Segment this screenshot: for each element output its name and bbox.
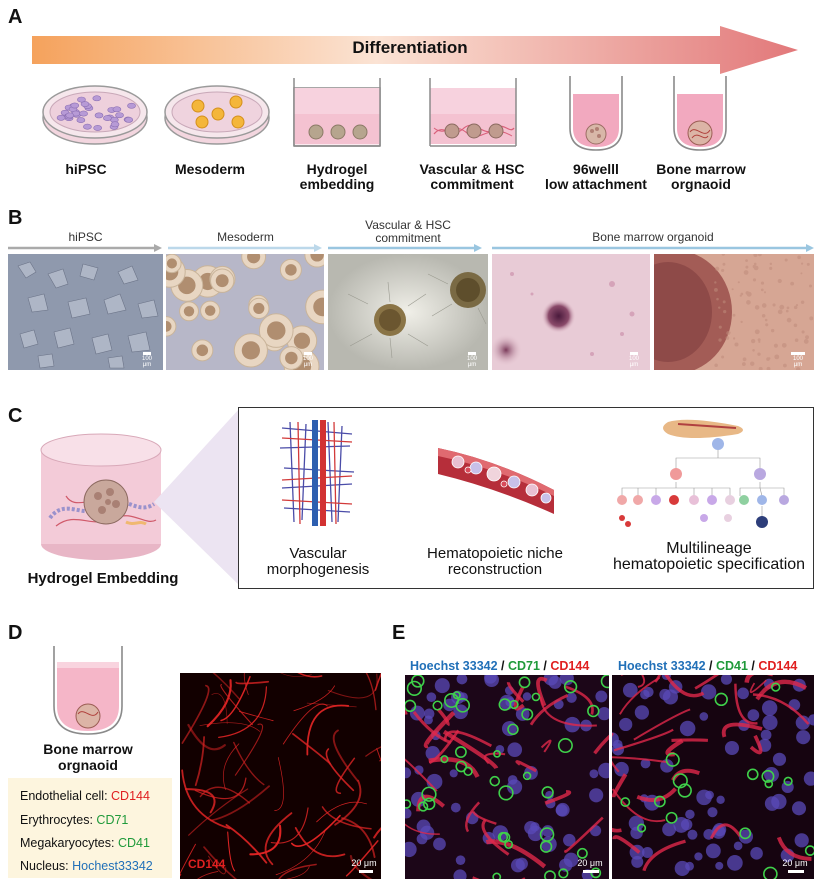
e-left-title: Hoechst 33342 / CD71 / CD144 [410, 659, 590, 673]
panel-a-letter: A [8, 6, 23, 28]
legend-erythrocytes: Erythrocytes: CD71 [20, 813, 129, 827]
differentiation-arrow [32, 26, 798, 74]
mesoderm-dish-illustration [164, 85, 270, 145]
hydrogel-cylinder-illustration [40, 433, 162, 560]
d-legend-box: Endothelial cell: CD144 Erythrocytes: CD… [8, 778, 172, 878]
micrograph-vascular: 100 μm [328, 254, 488, 370]
cd144-fluorescence-image: CD144 20 μm [180, 673, 381, 879]
e-left-scale-bar [583, 870, 599, 873]
micrograph-mesoderm: 100 μm [166, 254, 324, 370]
zoom-wedge [154, 408, 240, 586]
panel-e-letter: E [392, 622, 406, 644]
e-right-scale-label: 20 μm [782, 858, 808, 868]
scale-bar-organoid-1: 100 μm [624, 352, 644, 368]
panel-b-letter: B [8, 207, 23, 229]
hydrogel-embedding-title: Hydrogel Embedding [27, 570, 179, 587]
e-right-fluorescence-image: 20 μm [612, 675, 814, 879]
low-attachment-well-illustration [569, 76, 623, 151]
scale-bar-vascular: 100 μm [462, 352, 482, 368]
panel-c-letter: C [8, 405, 23, 427]
scale-bar-organoid-2: 100 μm [788, 352, 808, 368]
hipsc-dish-illustration [42, 85, 148, 145]
cd144-scale-label: 20 μm [351, 858, 377, 868]
e-right-scale-bar [788, 870, 804, 873]
b-stage-hipsc: hiPSC [68, 230, 103, 244]
legend-megakaryocytes: Megakaryocytes: CD41 [20, 836, 150, 850]
d-organoid-well-illustration [53, 646, 123, 735]
b-stage-arrows [8, 244, 814, 252]
hydrogel-well-illustration [293, 78, 381, 147]
micrograph-hipsc: 100 μm [8, 254, 163, 370]
micrograph-organoid-2: 100 μm [654, 254, 814, 370]
hematopoietic-lineage-tree [617, 419, 789, 528]
differentiation-label: Differentiation [352, 38, 468, 57]
vascular-network-illustration [279, 420, 355, 526]
b-stage-mesoderm: Mesoderm [217, 230, 274, 244]
stage-label-mesoderm: Mesoderm [174, 161, 246, 177]
e-left-scale-label: 20 μm [577, 858, 603, 868]
cd144-scale-bar [359, 870, 373, 873]
vascular-well-illustration [429, 78, 517, 147]
legend-endothelial: Endothelial cell: CD144 [20, 789, 150, 803]
micrograph-organoid-1: 100 μm [492, 254, 650, 370]
organoid-well-illustration [673, 76, 727, 151]
legend-nucleus: Nucleus: Hochest33342 [20, 859, 153, 873]
e-right-title: Hoechst 33342 / CD41 / CD144 [618, 659, 798, 673]
panel-d-letter: D [8, 622, 23, 644]
scale-bar-mesoderm: 100 μm [298, 352, 318, 368]
scale-bar-hipsc: 100 μm [137, 352, 157, 368]
cd144-image-label: CD144 [188, 857, 226, 871]
e-left-fluorescence-image: 20 μm [405, 675, 609, 879]
b-stage-organoid: Bone marrow organoid [592, 230, 714, 244]
stage-label-hipsc: hiPSC [65, 161, 107, 177]
niche-vessel-illustration [438, 448, 554, 514]
